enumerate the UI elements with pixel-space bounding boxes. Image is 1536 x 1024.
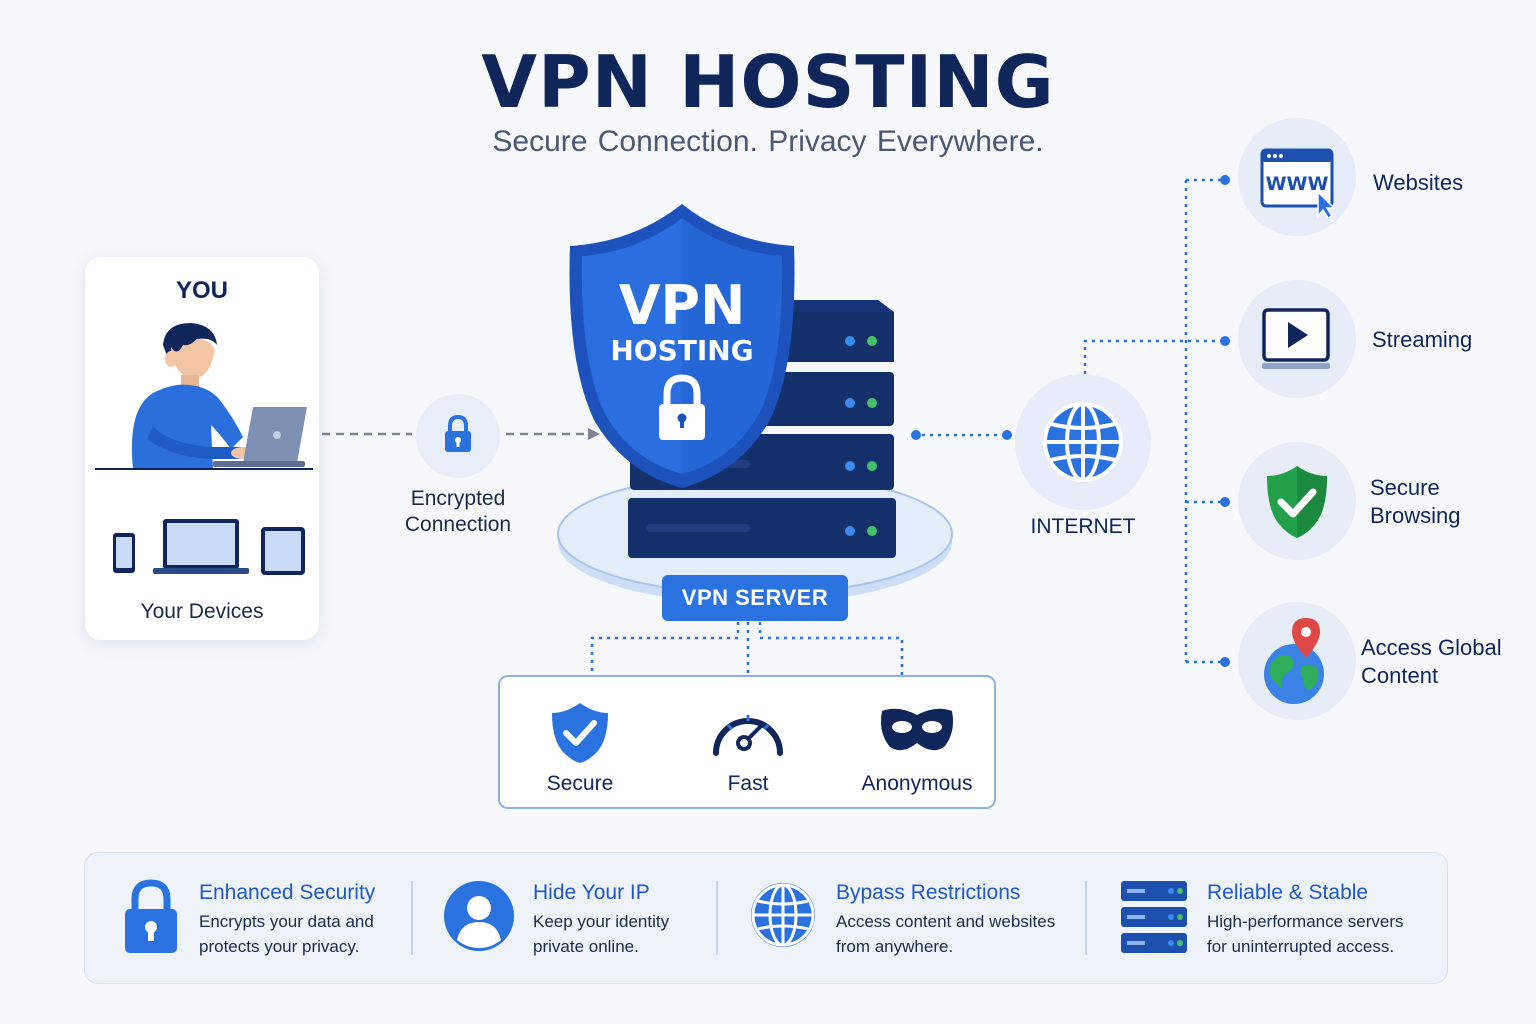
you-label: YOU (175, 277, 228, 304)
benefit-bypass-title: Bypass Restrictions (836, 881, 1021, 904)
benefit-hide-ip-title: Hide Your IP (533, 881, 650, 904)
service-secure-browsing (1238, 442, 1356, 560)
feature-fast-label: Fast (727, 772, 769, 795)
vpn-server-label: VPN SERVER (662, 575, 848, 621)
green-shield-check-icon (1267, 466, 1327, 538)
user-circle-icon (444, 881, 514, 951)
mask-icon (881, 708, 953, 751)
service-websites: WWW (1238, 118, 1356, 236)
vpn-shield-icon (569, 204, 795, 488)
svg-text:WWW: WWW (1266, 173, 1329, 195)
earth-pin-icon (1264, 618, 1324, 704)
internet-label: INTERNET (1030, 515, 1136, 538)
devices-label: Your Devices (140, 600, 264, 623)
service-streaming-label: Streaming (1372, 327, 1473, 352)
service-websites-label: Websites (1373, 170, 1464, 195)
encrypted-connection-node (416, 394, 500, 478)
globe-icon (751, 883, 815, 947)
benefit-hide-ip-desc: Keep your identity private online. (533, 912, 670, 956)
speedometer-icon (713, 715, 783, 756)
feature-anonymous-label: Anonymous (861, 772, 973, 795)
vpn-server-illustration: VPN HOSTING (557, 204, 953, 604)
benefit-reliable-title: Reliable & Stable (1207, 881, 1369, 904)
features-box: Secure Fast Anonymous (498, 675, 996, 809)
you-card: YOU Your Devices (85, 257, 319, 640)
shield-subtitle: HOSTING (610, 334, 753, 367)
divider (411, 881, 413, 955)
service-secure-browsing-label: Secure Browsing (1370, 475, 1461, 528)
smartphone-icon (113, 533, 135, 573)
service-global-content-label: Access Global Content (1361, 635, 1502, 688)
globe-icon (1043, 402, 1123, 482)
internet-node (1015, 374, 1151, 510)
lock-icon (445, 414, 471, 452)
benefit-bypass-desc: Access content and websites from anywher… (836, 912, 1056, 956)
server-rack-icon (1121, 881, 1187, 953)
page-title: VPN HOSTING (481, 40, 1055, 124)
person-laptop-icon (95, 323, 313, 470)
www-browser-icon: WWW (1260, 148, 1336, 218)
laptop-icon (153, 519, 249, 574)
tablet-icon (261, 527, 305, 575)
feature-secure-label: Secure (546, 772, 614, 795)
divider (716, 881, 718, 955)
service-global-content (1238, 602, 1356, 720)
shield-check-icon (552, 703, 608, 763)
benefit-reliable-desc: High-performance servers for uninterrupt… (1207, 912, 1404, 956)
play-screen-icon (1262, 308, 1330, 369)
shield-title: VPN (619, 274, 746, 337)
service-streaming (1238, 280, 1356, 398)
encrypted-connection-label: Encrypted Connection (404, 487, 512, 536)
benefit-security-desc: Encrypts your data and protects your pri… (199, 912, 374, 956)
padlock-icon (125, 879, 177, 953)
page-subtitle: Secure Connection. Privacy Everywhere. (492, 125, 1044, 158)
divider (1085, 881, 1087, 955)
benefit-security-title: Enhanced Security (199, 881, 376, 904)
benefits-bar: Enhanced Security Encrypts your data and… (84, 852, 1448, 984)
